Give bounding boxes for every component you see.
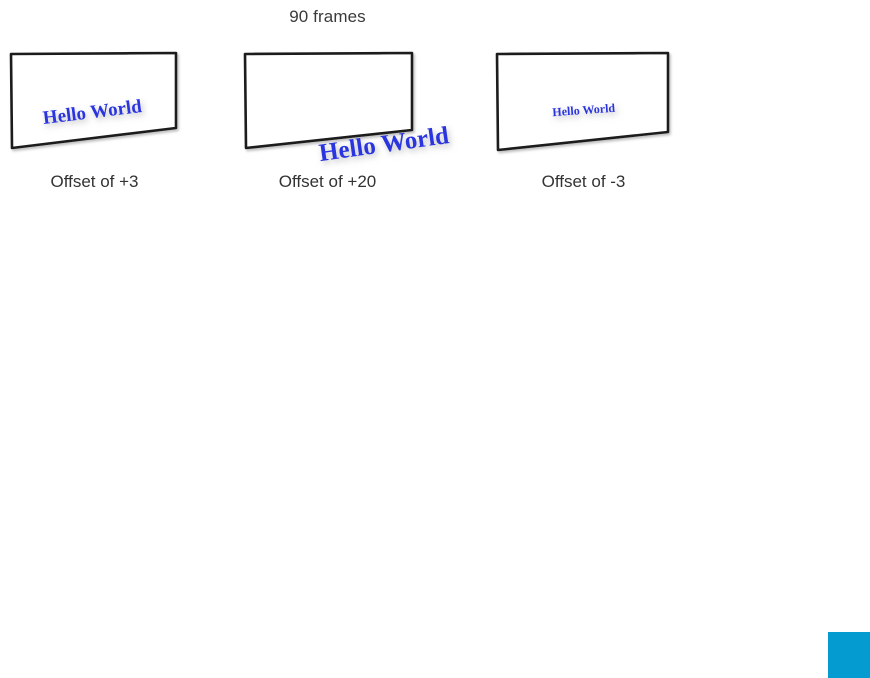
svg-text:Hello World: Hello World bbox=[552, 101, 616, 119]
frame-quad-1 bbox=[243, 51, 414, 150]
corner-color-swatch bbox=[828, 632, 870, 678]
frame-text-2: Hello World bbox=[552, 101, 616, 119]
frame-caption-2: Offset of -3 bbox=[541, 172, 626, 191]
frame-quad-2 bbox=[495, 51, 670, 152]
frame-caption-1: Offset of +20 bbox=[278, 172, 377, 191]
timeline-label: 90 frames bbox=[289, 7, 366, 26]
frame-caption-0: Offset of +3 bbox=[50, 172, 139, 191]
frame-quad-0 bbox=[9, 51, 178, 150]
